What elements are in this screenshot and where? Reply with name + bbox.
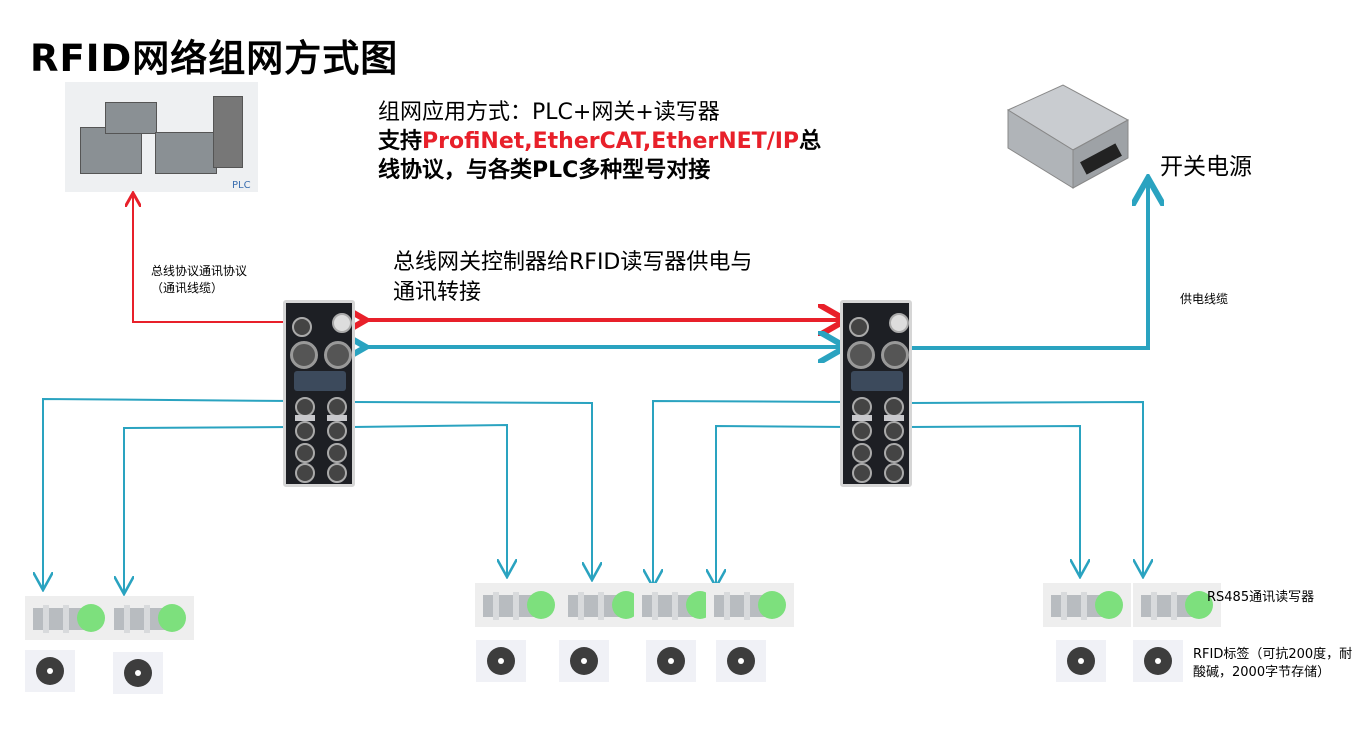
rfid-tag [25,650,75,692]
reader-cable [124,426,293,592]
reader-cable [351,423,507,575]
rfid-tag [559,640,609,682]
reader-label: RS485通讯读写器 [1207,590,1315,605]
reader-cable [43,397,293,588]
rfid-reader [706,583,794,627]
rfid-reader [1043,583,1131,627]
page-title: RFID网络组网方式图 [30,37,399,80]
rfid-tag [476,640,526,682]
rfid-reader [25,596,113,640]
protocol-list: ProfiNet,EtherCAT,EtherNET/IP [422,129,800,154]
gateway-description: 总线网关控制器给RFID读写器供电与 通讯转接 [393,248,752,308]
desc-line2-suffix: 总 [799,129,822,154]
reader-cable [716,424,851,585]
reader-cable [653,399,851,585]
power-cable-line [905,182,1148,350]
power-supply-label: 开关电源 [1160,154,1252,180]
rfid-tag [716,640,766,682]
rfid-tag [1133,640,1183,682]
rfid-tag [1056,640,1106,682]
gateway-controller-1 [283,300,355,487]
plc-image [65,82,258,192]
bus-cable-line [133,195,292,323]
reader-cable [351,401,592,578]
reader-cable [907,400,1143,575]
description: 组网应用方式：PLC+网关+读写器 支持ProfiNet,EtherCAT,Et… [378,98,821,185]
rfid-reader [475,583,563,627]
gateway-text-line1: 总线网关控制器给RFID读写器供电与 [393,250,753,275]
rfid-tag [113,652,163,694]
rfid-reader [560,583,648,627]
plc-label: PLC [232,180,251,191]
gateway-controller-2 [840,300,912,487]
rfid-tag [646,640,696,682]
bus-cable-label: 总线协议通讯协议（通讯线缆） [151,264,248,295]
desc-line1: 组网应用方式：PLC+网关+读写器 [378,100,720,125]
desc-line3: 线协议，与各类PLC多种型号对接 [378,158,711,183]
reader-cable [907,424,1080,575]
desc-line2-prefix: 支持 [378,129,423,154]
power-cable-label: 供电线缆 [1180,292,1229,306]
rfid-reader [1133,583,1221,627]
gateway-text-line2: 通讯转接 [393,280,482,305]
tag-label: RFID标签（可抗200度，耐酸碱，2000字节存储） [1193,647,1353,680]
rfid-reader [106,596,194,640]
power-supply-image [1006,84,1130,189]
